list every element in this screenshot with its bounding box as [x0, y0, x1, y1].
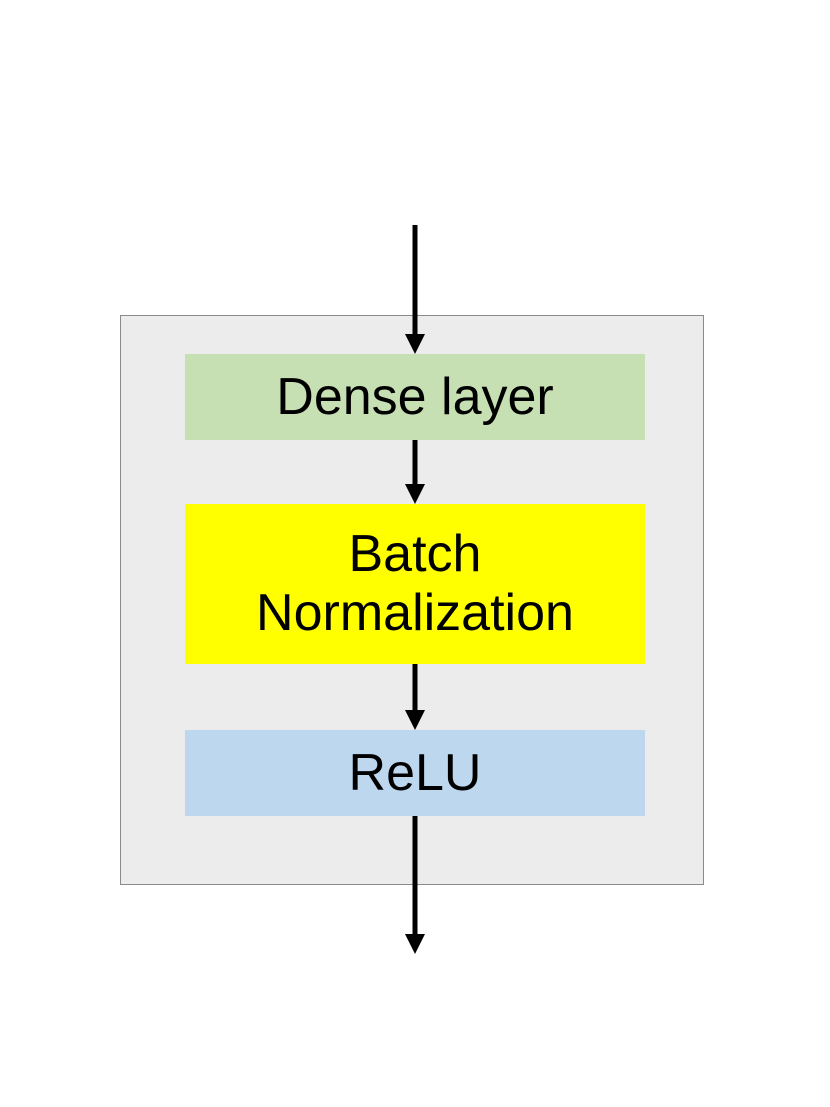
relu-block: ReLU — [185, 730, 645, 816]
batch-normalization-block: Batch Normalization — [185, 504, 645, 664]
batch-normalization-label-line2: Normalization — [256, 584, 574, 642]
dense-layer-block: Dense layer — [185, 354, 645, 440]
batch-normalization-label-line1: Batch — [348, 525, 482, 584]
dense-layer-label: Dense layer — [276, 367, 554, 426]
relu-label: ReLU — [348, 743, 482, 802]
